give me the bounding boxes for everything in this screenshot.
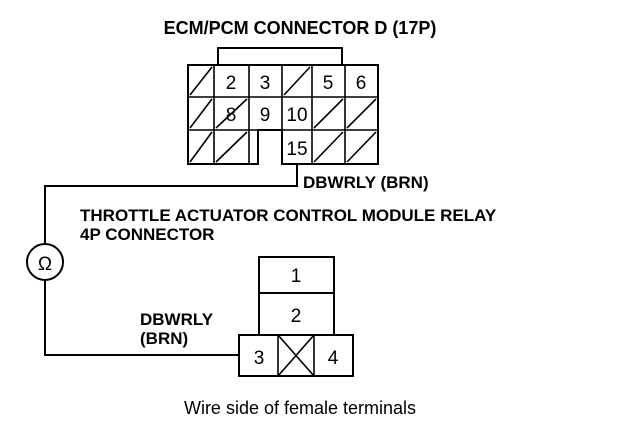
wire-label-top: DBWRLY (BRN): [303, 173, 429, 192]
ecm-pin-15: 15: [286, 139, 307, 160]
ecm-pin-5: 5: [323, 73, 334, 94]
diagram-caption: Wire side of female terminals: [184, 398, 416, 418]
relay-pin-2: 2: [291, 306, 302, 327]
blocked-cavity-mark: [277, 334, 315, 377]
ecm-pin-9: 9: [260, 105, 271, 126]
relay-pin-4: 4: [328, 348, 339, 369]
ecm-pin-10: 10: [286, 105, 307, 126]
test-lead-top: [44, 164, 298, 244]
relay-pin-3: 3: [254, 348, 265, 369]
relay-connector-title-line1: THROTTLE ACTUATOR CONTROL MODULE RELAY: [80, 206, 497, 225]
relay-pin-1: 1: [291, 266, 302, 287]
ecm-connector: 2 3 5 6 8 9 10 15: [187, 47, 379, 165]
ecm-pin-2: 2: [226, 73, 237, 94]
wire-label-bottom-line1: DBWRLY: [140, 310, 214, 329]
empty-cavity-marks: [189, 66, 377, 163]
svg-text:Ω: Ω: [38, 254, 52, 275]
ecm-pin-3: 3: [260, 73, 271, 94]
ohmmeter-icon: Ω: [26, 243, 64, 281]
ecm-pin-6: 6: [356, 73, 367, 94]
relay-connector-title-line2: 4P CONNECTOR: [80, 225, 214, 244]
wire-label-bottom-line2: (BRN): [140, 329, 188, 348]
ecm-connector-title: ECM/PCM CONNECTOR D (17P): [164, 18, 437, 38]
ecm-pin-8: 8: [226, 105, 237, 126]
relay-connector: 1 2 3 4: [238, 256, 354, 377]
test-lead-bottom: [44, 280, 239, 356]
